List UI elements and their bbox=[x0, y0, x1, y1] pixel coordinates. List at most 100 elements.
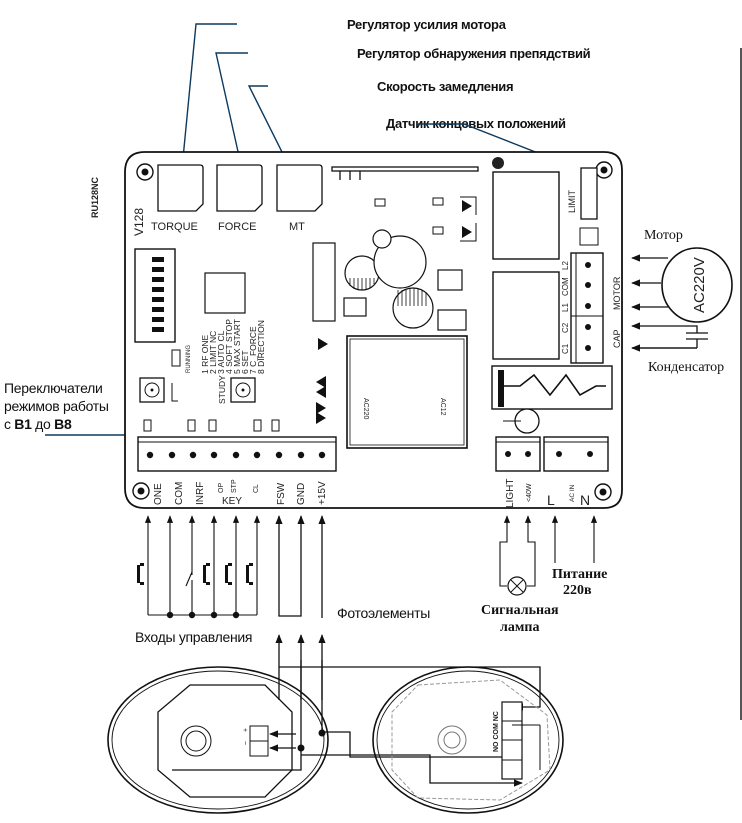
svg-text:4 SOFT STOP: 4 SOFT STOP bbox=[224, 319, 234, 374]
svg-text:2 LIMIT NC: 2 LIMIT NC bbox=[208, 331, 218, 374]
page-edge bbox=[740, 48, 742, 720]
svg-text:C2: C2 bbox=[561, 322, 570, 333]
svg-text:ONE: ONE bbox=[153, 483, 164, 505]
diodes bbox=[316, 196, 477, 424]
model-label: RU128NC bbox=[90, 176, 100, 218]
power-label-2: 220в bbox=[563, 583, 592, 598]
svg-text:FSW: FSW bbox=[276, 482, 287, 505]
cap-hatching bbox=[349, 278, 427, 306]
indicator-leds bbox=[143, 419, 280, 432]
signal-lamp-label-2: лампа bbox=[500, 620, 539, 635]
terminal-labels: ONE COM INRF OP STP CL FSW GND +15V bbox=[153, 479, 328, 505]
svg-text:CL: CL bbox=[253, 484, 260, 493]
motor-terminal-block bbox=[570, 252, 604, 364]
header-strip bbox=[331, 166, 479, 180]
light-label: LIGHT bbox=[505, 479, 516, 508]
dip-callout-line3: с B1 до B8 bbox=[4, 416, 72, 432]
terminal-screws bbox=[146, 451, 326, 459]
svg-text:STP: STP bbox=[231, 479, 238, 493]
pot-label-mt: MT bbox=[289, 221, 305, 233]
dip-callout-line1: Переключатели bbox=[4, 380, 103, 396]
terminal-screw-one bbox=[146, 451, 154, 459]
power-label-1: Питание bbox=[552, 567, 607, 582]
terminal-screw-stp bbox=[232, 451, 240, 459]
pot-mt[interactable] bbox=[276, 164, 323, 212]
svg-text:L2: L2 bbox=[561, 261, 570, 270]
photocell-wiring bbox=[172, 515, 541, 787]
svg-text:+15V: +15V bbox=[317, 481, 328, 505]
dip-switch[interactable] bbox=[134, 248, 176, 343]
dip-function-list: 1 RF ONE 2 LIMIT NC 3 AUTO CL 4 SOFT STO… bbox=[200, 319, 266, 374]
limit-connector[interactable] bbox=[580, 167, 598, 220]
svg-text:1 RF ONE: 1 RF ONE bbox=[200, 334, 210, 374]
terminal-screw-com bbox=[168, 451, 176, 459]
svg-text:COM: COM bbox=[561, 277, 570, 296]
power-terminal-block bbox=[543, 436, 609, 472]
transformer-secondary: AC12 bbox=[439, 398, 446, 416]
svg-text:7 C_FORCE: 7 C_FORCE bbox=[248, 326, 258, 374]
key-label: KEY bbox=[222, 496, 242, 507]
terminal-screw-15v bbox=[318, 451, 326, 459]
l-label: L bbox=[547, 492, 555, 508]
light-terminal-block bbox=[495, 436, 541, 472]
button-study[interactable] bbox=[230, 377, 256, 403]
pot-label-torque: TORQUE bbox=[151, 221, 198, 233]
svg-text:INRF: INRF bbox=[195, 482, 206, 505]
svg-text:6 SET: 6 SET bbox=[240, 350, 250, 374]
n-label: N bbox=[580, 492, 590, 508]
motor-voltage: AC220V bbox=[691, 257, 708, 313]
transformer bbox=[346, 335, 468, 449]
dip-callout-line2: режимов работы bbox=[4, 398, 109, 414]
control-input-wiring bbox=[144, 515, 261, 616]
capacitor-callout: Конденсатор bbox=[648, 360, 724, 375]
running-label: RUNNING bbox=[186, 345, 192, 373]
motor-pin-labels: L2 COM L1 C2 C1 bbox=[561, 261, 570, 354]
motor-callout: Мотор bbox=[644, 228, 683, 243]
pot-torque[interactable] bbox=[157, 164, 204, 212]
photocells-label: Фотоэлементы bbox=[337, 605, 430, 621]
svg-text:C1: C1 bbox=[561, 343, 570, 354]
callout-limit: Датчик концевых положений bbox=[386, 116, 566, 131]
button-left[interactable] bbox=[139, 377, 165, 403]
limit-label: LIMIT bbox=[567, 189, 577, 213]
svg-text:8 DIRECTION: 8 DIRECTION bbox=[256, 320, 266, 374]
svg-text:GND: GND bbox=[296, 483, 307, 505]
heatsink bbox=[491, 365, 613, 434]
svg-text:COM: COM bbox=[174, 482, 185, 505]
terminal-screw-op bbox=[210, 451, 218, 459]
motor-label: MOTOR bbox=[612, 276, 622, 310]
lamp-wiring bbox=[499, 515, 598, 587]
components bbox=[312, 229, 467, 331]
transformer-primary: AC220 bbox=[362, 398, 369, 420]
transmitter-terminal-1: + bbox=[241, 728, 248, 732]
fuse bbox=[579, 227, 599, 246]
cap-label: CAP bbox=[612, 329, 622, 348]
signal-lamp-label-1: Сигнальная bbox=[481, 603, 559, 618]
callout-force: Регулятор обнаружения препядствий bbox=[357, 46, 591, 61]
svg-text:3 AUTO CL: 3 AUTO CL bbox=[216, 330, 226, 374]
svg-text:5 MAX START: 5 MAX START bbox=[232, 319, 242, 374]
control-inputs-label: Входы управления bbox=[135, 629, 252, 645]
terminal-screw-fsw bbox=[275, 451, 283, 459]
transmitter-terminal-2: ~ bbox=[241, 741, 248, 745]
pot-force[interactable] bbox=[216, 164, 263, 212]
svg-text:OP: OP bbox=[218, 483, 225, 493]
photocell-receiver bbox=[372, 666, 564, 814]
mcu-chip bbox=[204, 272, 246, 314]
svg-text:L1: L1 bbox=[561, 303, 570, 312]
callout-mt: Скорость замедления bbox=[377, 79, 513, 94]
pot-label-force: FORCE bbox=[218, 221, 257, 233]
terminal-screw-inrf bbox=[189, 451, 197, 459]
acin-label: AC IN bbox=[569, 484, 576, 502]
callout-torque: Регулятор усилия мотора bbox=[347, 17, 507, 32]
running-led bbox=[171, 349, 181, 367]
lamp-power-label: <40W bbox=[526, 483, 533, 502]
photocell-junctions bbox=[297, 729, 326, 752]
receiver-terminal-labels: NO COM NC bbox=[493, 711, 500, 752]
relays bbox=[492, 171, 560, 360]
mounting-holes bbox=[132, 157, 613, 501]
trace bbox=[171, 383, 178, 402]
control-switches bbox=[137, 563, 253, 619]
motor-symbol bbox=[661, 247, 733, 323]
